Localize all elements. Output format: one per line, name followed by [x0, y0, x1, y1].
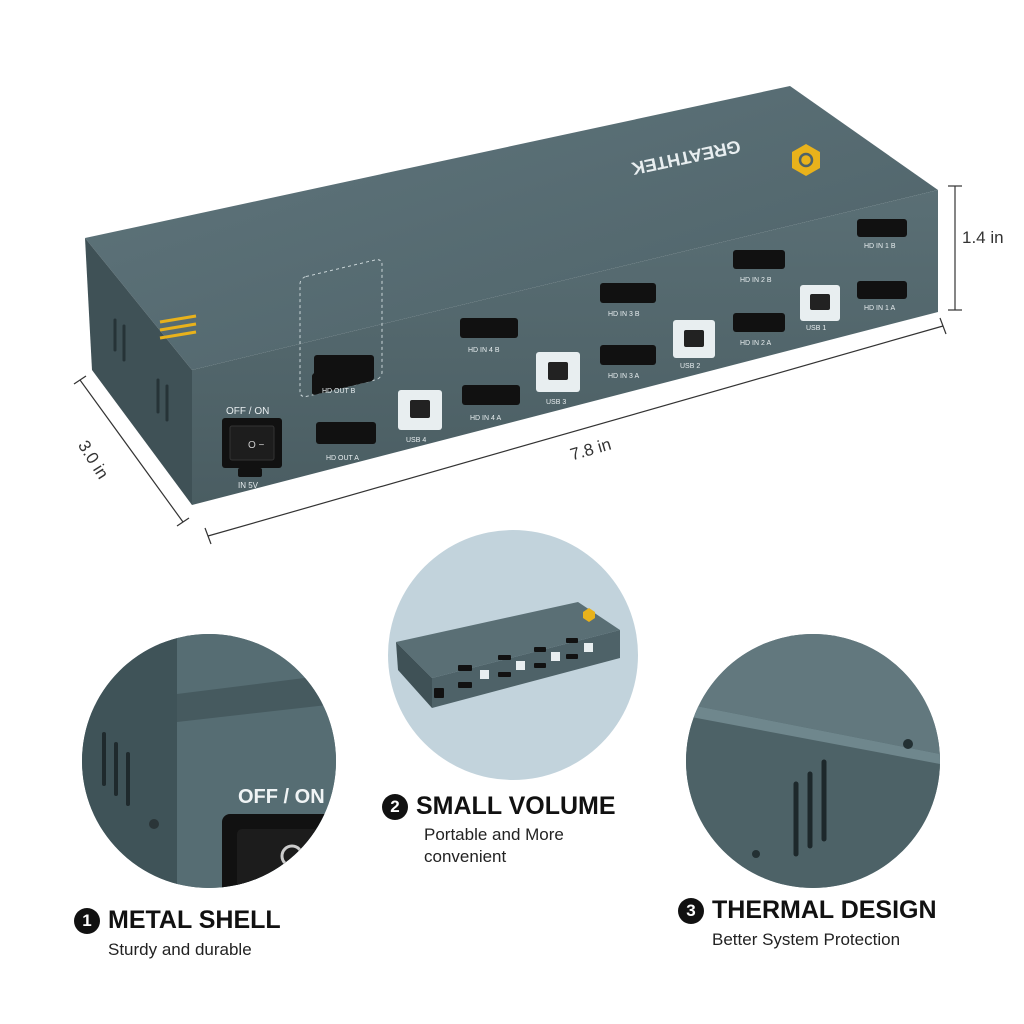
hdmi-out-a: [316, 422, 376, 444]
switch-label: OFF / ON: [226, 406, 269, 417]
label-in3b: HD IN 3 B: [608, 311, 640, 318]
accent-stripes: [159, 314, 197, 340]
label-in3a: HD IN 3 A: [608, 373, 639, 380]
feature-3-title-text: THERMAL DESIGN: [712, 896, 937, 924]
label-in2b: HD IN 2 B: [740, 277, 772, 284]
label-in2a: HD IN 2 A: [740, 340, 771, 347]
feature-1-title-text: METAL SHELL: [108, 906, 281, 934]
closeup-switch-label: OFF / ON: [238, 786, 325, 808]
device-left-side: [85, 238, 192, 505]
hdmi-in1a: [857, 281, 907, 299]
label-usb1: USB 1: [806, 325, 826, 332]
height-dimension: 1.4 in: [962, 228, 1004, 247]
kvm-switch-illustration: GREATHTEK O − OFF / ON IN 5V HD OUT: [73, 86, 962, 545]
hdmi-in3b: [600, 283, 656, 303]
power-label: IN 5V: [238, 481, 259, 490]
small-volume-image: [388, 530, 638, 780]
hdmi-in4a: [462, 385, 520, 405]
hdmi-in2b: [733, 250, 785, 269]
label-usb2: USB 2: [680, 363, 700, 370]
brand-logo-icon: [792, 144, 820, 176]
feature-1-badge: 1: [74, 907, 100, 934]
label-usb3: USB 3: [546, 399, 566, 406]
feature-3-subtitle: Better System Protection: [712, 930, 901, 949]
feature-2-subtitle: Portable and More convenient: [424, 824, 564, 868]
feature-2-subtitle-line2: convenient: [424, 847, 507, 866]
feature-2-title-text: SMALL VOLUME: [416, 792, 616, 820]
hdmi-in3a: [600, 345, 656, 365]
feature-2-title: 2 SMALL VOLUME: [382, 792, 616, 821]
label-out-a: HD OUT A: [326, 455, 359, 462]
label-usb4: USB 4: [406, 437, 426, 444]
feature-2-badge: 2: [382, 793, 408, 820]
hdmi-in4b: [460, 318, 518, 338]
thermal-design-closeup: [686, 634, 940, 888]
label-in1b: HD IN 1 B: [864, 243, 896, 250]
hdmi-in2a: [733, 313, 785, 332]
feature-3-badge: 3: [678, 897, 704, 924]
label-out-b: HD OUT B: [322, 388, 356, 395]
side-vents: [113, 318, 169, 422]
label-in1a: HD IN 1 A: [864, 305, 895, 312]
dimension-lines: [73, 185, 962, 545]
label-in4b: HD IN 4 B: [468, 347, 500, 354]
hdmi-out-b: [314, 355, 374, 377]
device-top-face: [85, 86, 938, 370]
hdmi-in1b: [857, 219, 907, 237]
svg-text:O −: O −: [248, 440, 265, 451]
micro-usb-port: [238, 468, 262, 477]
feature-2-subtitle-line1: Portable and More: [424, 825, 564, 844]
metal-shell-closeup: OFF / ON: [82, 634, 336, 888]
feature-1-title: 1 METAL SHELL: [74, 906, 281, 935]
feature-3-title: 3 THERMAL DESIGN: [678, 896, 937, 925]
label-in4a: HD IN 4 A: [470, 415, 501, 422]
feature-1-subtitle: Sturdy and durable: [108, 940, 252, 959]
